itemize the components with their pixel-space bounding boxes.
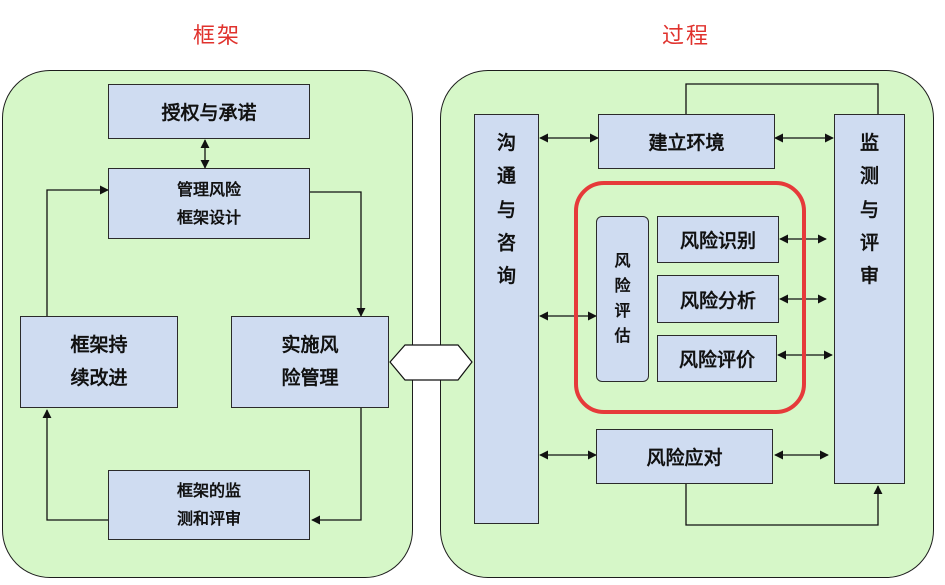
implement-line-1: 实施风 [281,333,339,356]
monitoring-char-4: 评 [859,231,879,254]
communication-char-4: 咨 [496,231,516,254]
design-line-2: 框架设计 [176,207,241,227]
improve-line-1: 框架持 [70,333,128,356]
risk-treatment-label: 风险应对 [646,447,723,469]
design-line-1: 管理风险 [176,179,241,199]
risk-analysis-box: 风险分析 [657,275,779,323]
monitor-framework-box: 框架的监 测和评审 [108,470,310,540]
improve-line-2: 续改进 [70,367,128,389]
risk-assessment-box: 风 险 评 估 [596,216,649,382]
communication-char-3: 与 [496,198,516,221]
design-box: 管理风险 框架设计 [108,168,310,239]
risk-assessment-char-4: 估 [614,325,631,345]
risk-treatment-box: 风险应对 [596,429,773,484]
implement-box: 实施风 险管理 [231,316,389,408]
monitor-line-1: 框架的监 [176,481,241,500]
authorization-box: 授权与承诺 [108,84,310,139]
monitor-line-2: 测和评审 [176,509,241,528]
risk-assessment-char-2: 险 [614,276,631,296]
implement-line-2: 险管理 [281,367,339,389]
framework-header: 框架 [193,24,242,49]
monitoring-char-1: 监 [859,132,879,154]
monitoring-box: 监 测 与 评 审 [834,114,905,484]
communication-char-2: 通 [496,165,516,188]
risk-evaluation-box: 风险评价 [657,335,777,382]
improve-box: 框架持 续改进 [20,316,178,408]
risk-assessment-char-1: 风 [614,251,631,271]
establish-context-box: 建立环境 [598,114,775,169]
establish-context-label: 建立环境 [648,132,725,154]
risk-assessment-char-3: 评 [614,301,631,320]
process-header: 过程 [662,24,711,49]
communication-box: 沟 通 与 咨 询 [474,114,539,524]
risk-identification-box: 风险识别 [657,216,779,263]
monitoring-char-3: 与 [859,198,879,221]
risk-identification-label: 风险识别 [679,230,756,252]
communication-char-1: 沟 [496,132,516,154]
risk-assessment-highlight [574,181,806,414]
monitoring-char-5: 审 [859,265,879,287]
risk-evaluation-label: 风险评价 [678,349,755,371]
authorization-label: 授权与承诺 [161,102,257,124]
risk-analysis-label: 风险分析 [679,289,756,312]
communication-char-5: 询 [496,265,516,287]
monitoring-char-2: 测 [859,165,879,188]
